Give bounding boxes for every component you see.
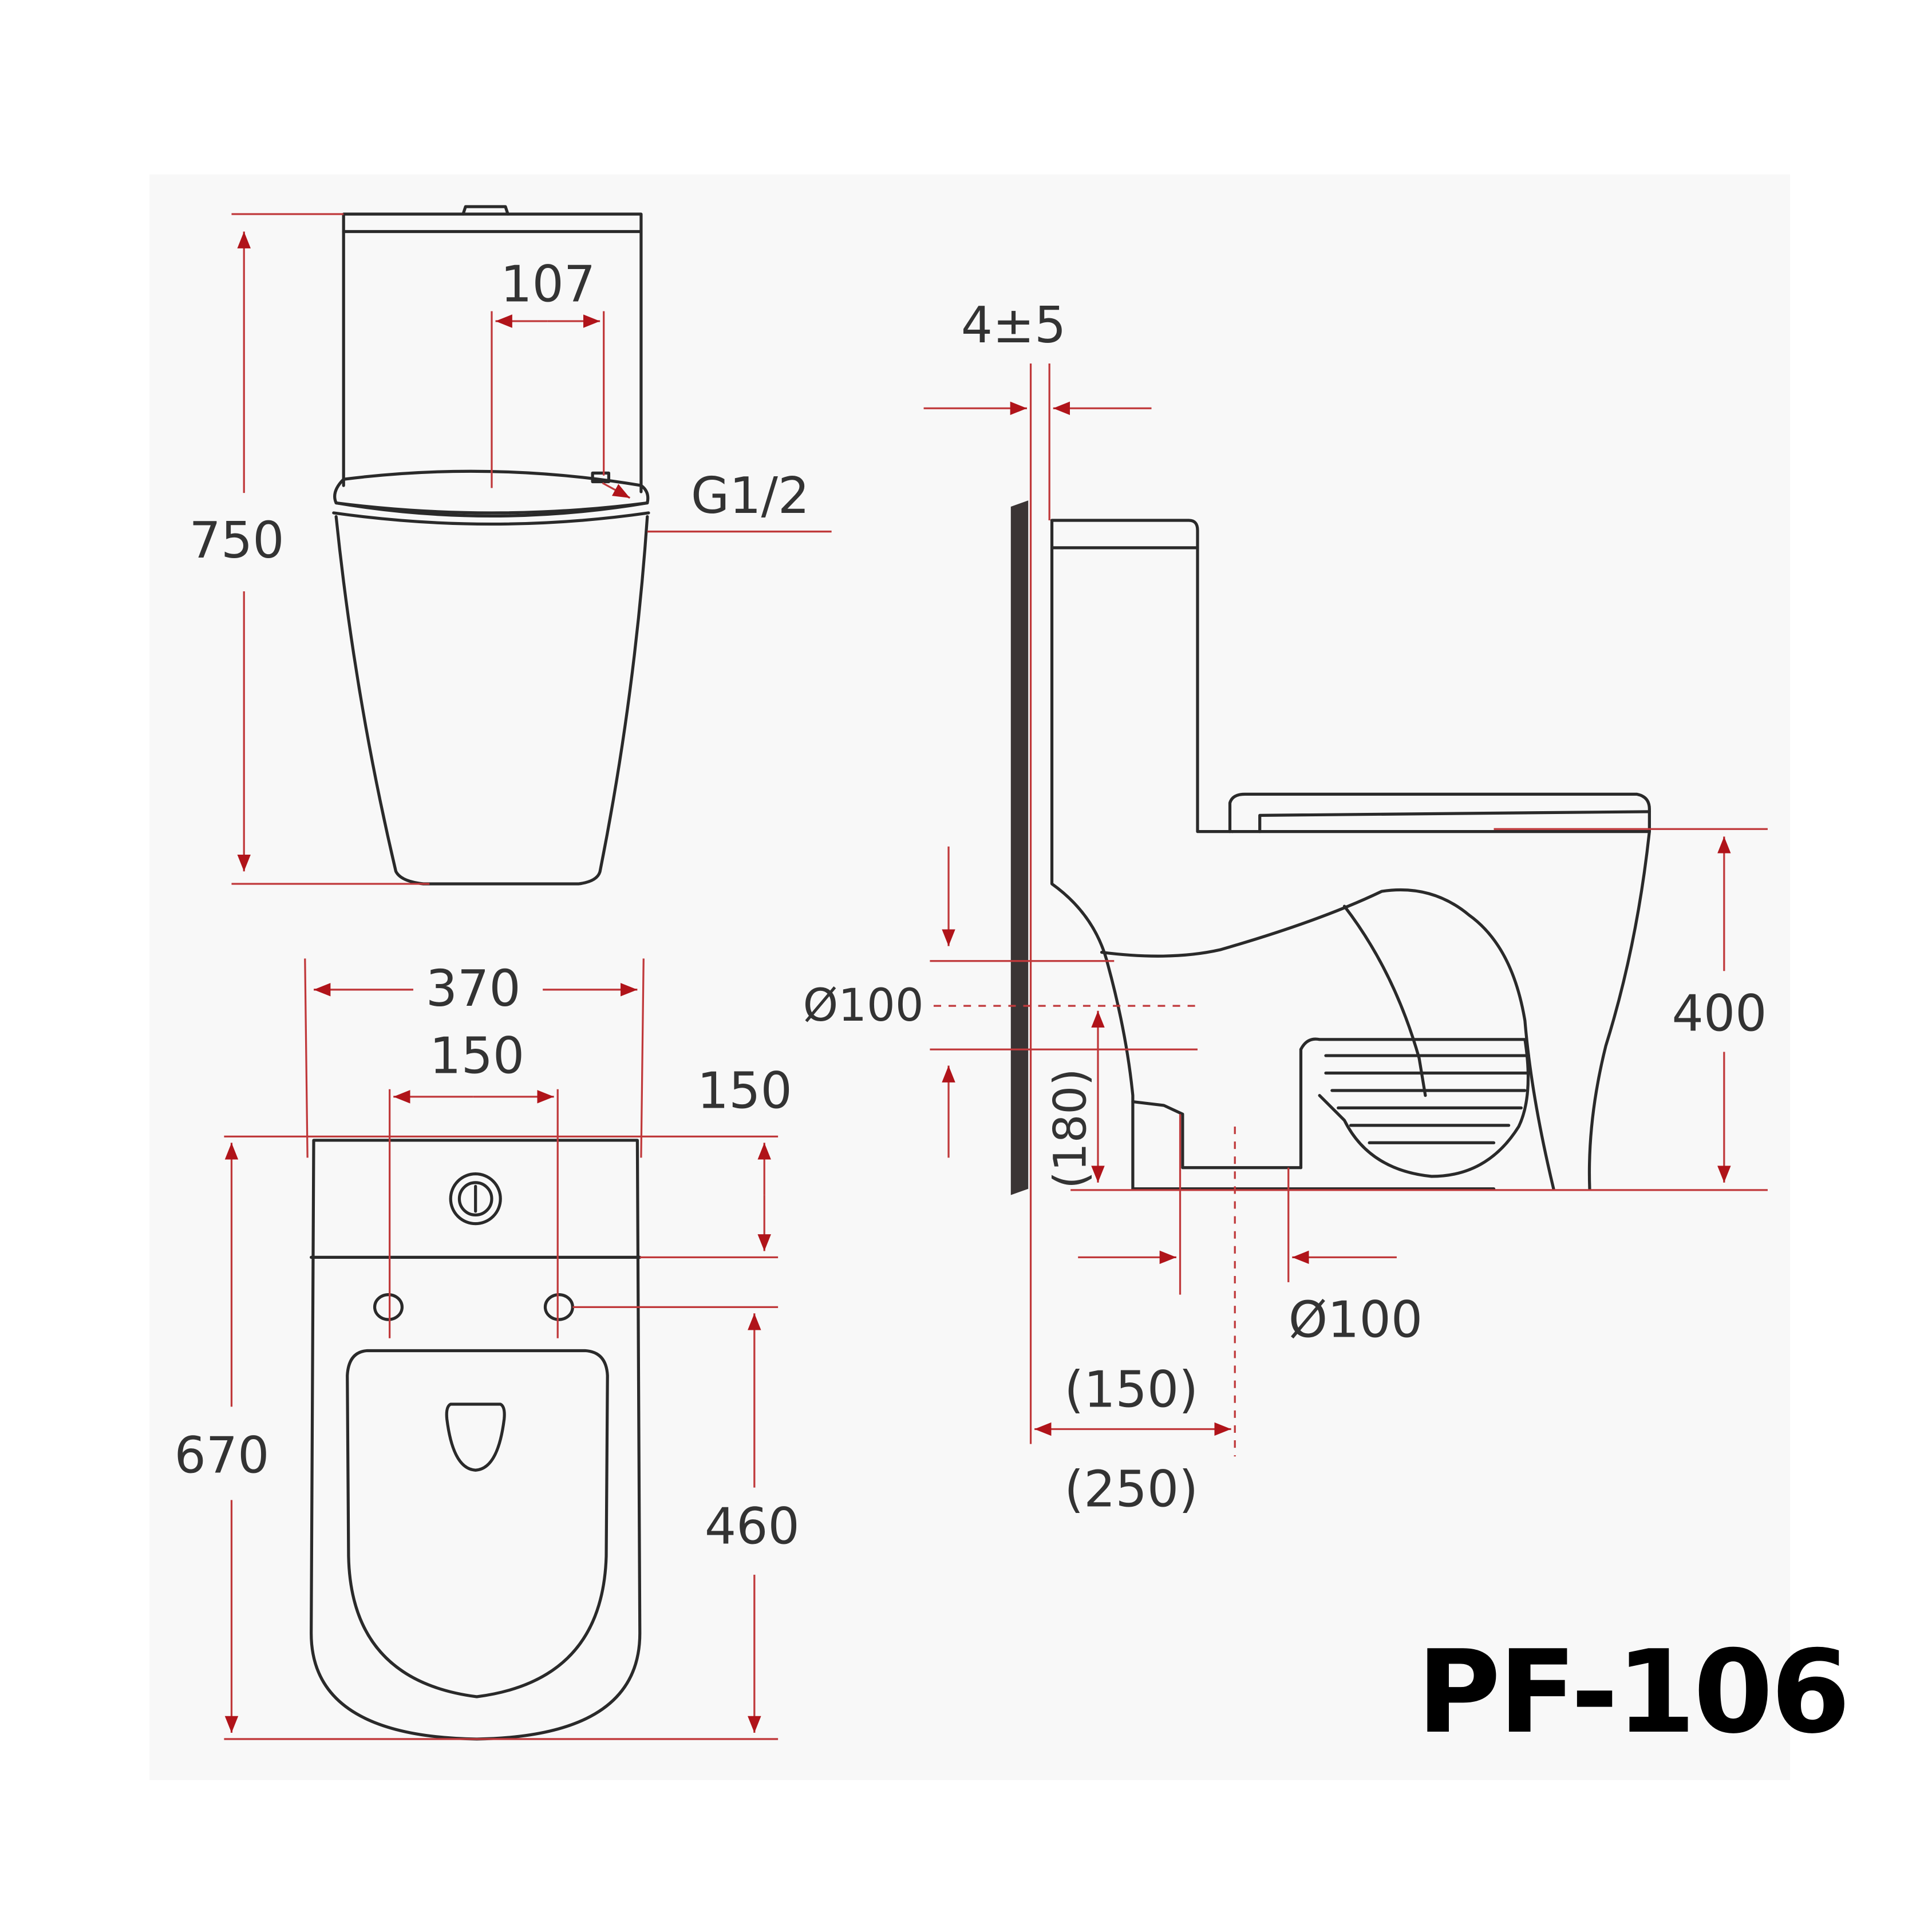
tank-outline <box>342 212 643 493</box>
side-seat <box>1228 792 1651 833</box>
length-670-label: 670 <box>174 1427 269 1485</box>
height-750-label: 750 <box>189 511 285 570</box>
top-view: 370 150 150 670 460 <box>174 958 800 1741</box>
width-370-label: 370 <box>426 959 521 1018</box>
wall-hatch <box>1010 500 1029 1195</box>
side-tank <box>1050 519 1234 833</box>
rear-outlet-height-label: (180) <box>1044 1068 1096 1188</box>
inlet-spacing-label: 107 <box>500 255 595 313</box>
flush-button-top <box>461 205 509 216</box>
seat-lid <box>346 1349 609 1698</box>
tank-depth-label: 150 <box>697 1061 792 1120</box>
drawing-panel <box>149 174 1791 1780</box>
bolt-left <box>373 1293 404 1321</box>
wall-gap-label: 4±5 <box>961 296 1066 354</box>
flush-button-icon <box>449 1172 502 1226</box>
rough-in-150-label: (150) <box>1064 1360 1198 1419</box>
lid-recess <box>445 1402 506 1472</box>
floor-outlet-diameter-label: Ø100 <box>1289 1291 1423 1349</box>
bolt-spacing-label: 150 <box>429 1027 524 1085</box>
front-view: 750 107 G1/2 <box>189 205 832 886</box>
seat-height-label: 400 <box>1672 985 1767 1043</box>
inlet-thread-label: G1/2 <box>691 467 809 525</box>
bolt-to-front-label: 460 <box>705 1498 800 1556</box>
rear-outlet-diameter-label: Ø100 <box>803 979 924 1032</box>
model-number: PF-106 <box>1417 1626 1851 1759</box>
side-view: 4±5 Ø100 (180) 400 Ø100 (150) (250) <box>803 296 1768 1518</box>
rough-in-250-label: (250) <box>1064 1460 1198 1518</box>
bowl-outline <box>334 515 649 886</box>
